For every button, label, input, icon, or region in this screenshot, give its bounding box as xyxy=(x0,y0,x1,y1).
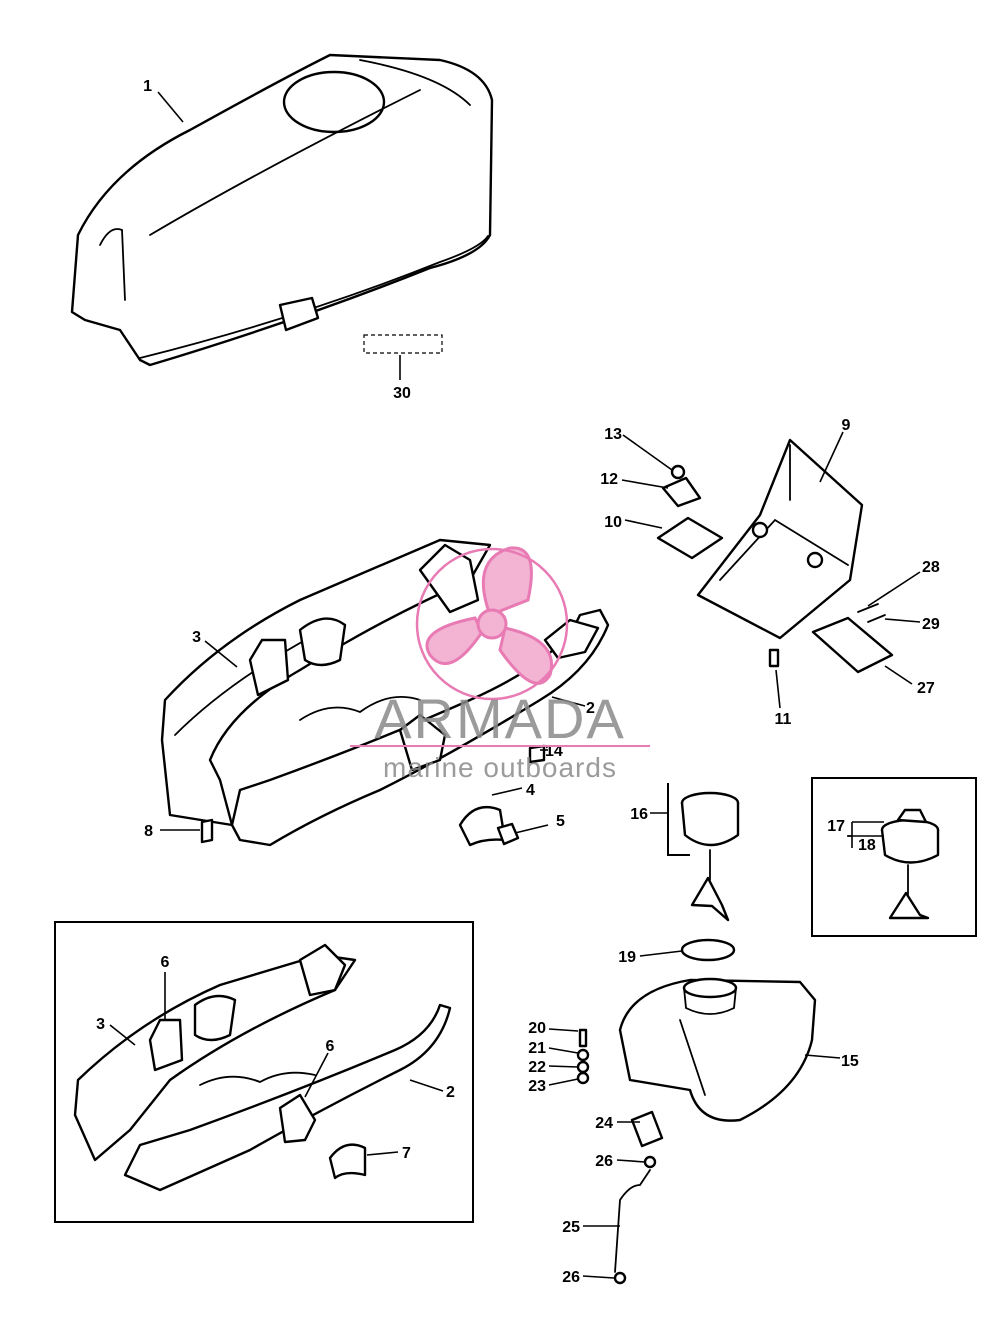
propeller-logo-icon xyxy=(415,546,569,701)
hose-part-25 xyxy=(614,1169,651,1273)
callout-30: 30 xyxy=(393,385,411,402)
callout-8: 8 xyxy=(144,823,153,840)
callout-18: 18 xyxy=(858,837,876,854)
callout-26a: 26 xyxy=(595,1153,613,1170)
plate-part-10 xyxy=(656,516,724,560)
callout-6b: 6 xyxy=(326,1038,335,1055)
screw-part-20 xyxy=(578,1028,588,1048)
alt-bottom-cowl-assembly xyxy=(73,943,452,1192)
callout-19: 19 xyxy=(618,949,636,966)
callout-2a: 2 xyxy=(586,700,595,717)
callout-24: 24 xyxy=(595,1115,613,1132)
callout-1: 1 xyxy=(143,78,152,95)
plate-part-12 xyxy=(661,476,702,508)
decal-outline xyxy=(363,334,443,354)
alt-bottom-cowl-box xyxy=(54,921,474,1223)
callout-17: 17 xyxy=(827,818,845,835)
watermark-tagline: marine outboards xyxy=(383,752,617,783)
fuel-tank-part-15 xyxy=(618,977,817,1122)
clip-part-7 xyxy=(328,1143,367,1180)
clip-part xyxy=(458,805,507,847)
top-cowl-part xyxy=(70,53,494,367)
fuel-cap-part-16 xyxy=(680,791,740,922)
callout-6a: 6 xyxy=(161,954,170,971)
callout-22: 22 xyxy=(528,1059,546,1076)
callout-11: 11 xyxy=(775,711,792,728)
fuel-cap-part-17 xyxy=(880,808,940,920)
callout-21: 21 xyxy=(528,1040,546,1057)
valve-part-24 xyxy=(630,1110,664,1148)
screw-part-11 xyxy=(768,648,780,668)
bracket-16 xyxy=(667,783,690,856)
callout-27: 27 xyxy=(917,680,935,697)
callout-29: 29 xyxy=(922,616,940,633)
callout-12: 12 xyxy=(600,471,618,488)
callout-14: 14 xyxy=(545,743,563,760)
callout-20: 20 xyxy=(528,1020,546,1037)
callout-4: 4 xyxy=(526,782,535,799)
callout-5: 5 xyxy=(556,813,565,830)
screw-part-8 xyxy=(200,818,214,844)
callout-16: 16 xyxy=(630,806,648,823)
clamp-part-26b xyxy=(613,1271,627,1285)
washer-part-22 xyxy=(576,1060,590,1074)
nut-part-13 xyxy=(670,464,686,480)
armada-watermark: ARMADA marine outboards xyxy=(350,546,650,783)
gasket-part-19 xyxy=(680,938,736,962)
alt-cap-box xyxy=(811,777,977,937)
callout-10: 10 xyxy=(604,514,622,531)
callout-23: 23 xyxy=(528,1078,546,1095)
clamp-part-26a xyxy=(643,1155,657,1169)
callout-9: 9 xyxy=(842,417,851,434)
callout-3a: 3 xyxy=(192,629,201,646)
screw-part xyxy=(496,822,520,846)
bottom-cowl-assembly xyxy=(160,538,610,847)
callout-25: 25 xyxy=(562,1219,580,1236)
pin-part-29 xyxy=(867,614,886,623)
callout-15: 15 xyxy=(841,1053,859,1070)
callout-28: 28 xyxy=(922,559,940,576)
callout-7: 7 xyxy=(402,1145,411,1162)
washer-part-21 xyxy=(576,1048,590,1062)
callout-13: 13 xyxy=(604,426,622,443)
leader-lines xyxy=(109,91,921,1279)
callout-26b: 26 xyxy=(562,1269,580,1286)
callout-2b: 2 xyxy=(446,1084,455,1101)
tank-bracket-part xyxy=(696,438,864,640)
callout-3b: 3 xyxy=(96,1016,105,1033)
callout-labels: 1 2 2 3 3 4 5 6 6 7 8 9 10 11 12 13 14 1… xyxy=(96,78,940,1286)
nut-part-23 xyxy=(576,1071,590,1085)
plate-part-27 xyxy=(811,616,894,674)
pin-part-28 xyxy=(857,603,879,613)
watermark-brand: ARMADA xyxy=(374,687,626,750)
